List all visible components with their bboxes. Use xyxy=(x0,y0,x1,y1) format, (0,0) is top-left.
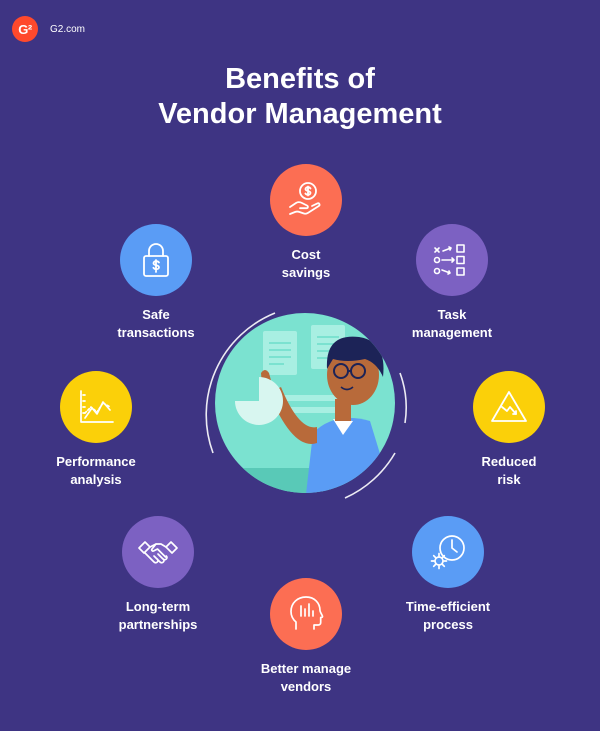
benefit-label: Time-efficient process xyxy=(405,599,491,632)
benefit-task-management: Task management xyxy=(367,224,537,342)
benefit-performance-analysis: Performance analysis xyxy=(11,371,181,489)
head-chart-icon xyxy=(270,578,342,650)
center-illustration xyxy=(195,303,415,503)
g2-logo: G² xyxy=(12,16,38,42)
benefit-label: Better manage vendors xyxy=(260,661,352,694)
checklist-icon xyxy=(416,224,488,296)
pie-graphic xyxy=(235,377,283,425)
benefit-better-manage-vendors: Better manage vendors xyxy=(221,578,391,696)
lock-dollar-icon xyxy=(120,224,192,296)
benefit-label: Reduced risk xyxy=(481,454,537,487)
benefit-label: Safe transactions xyxy=(117,307,195,340)
benefit-safe-transactions: Safe transactions xyxy=(71,224,241,342)
clock-gear-icon xyxy=(412,516,484,588)
benefit-time-efficient-process: Time-efficient process xyxy=(363,516,533,634)
benefit-label: Performance analysis xyxy=(56,454,136,487)
benefit-label: Cost savings xyxy=(281,247,331,280)
benefit-label: Task management xyxy=(411,307,493,340)
title-line-2: Vendor Management xyxy=(158,98,442,130)
title-line-1: Benefits of xyxy=(225,63,375,95)
orbit-arc-left xyxy=(205,312,276,454)
benefit-long-term-partnerships: Long-term partnerships xyxy=(73,516,243,634)
hand-coin-icon xyxy=(270,164,342,236)
orbit-arc-bottom xyxy=(344,452,396,499)
line-chart-icon xyxy=(60,371,132,443)
warning-triangle-icon xyxy=(473,371,545,443)
orbit-arc-right xyxy=(399,372,407,424)
handshake-icon xyxy=(122,516,194,588)
brand-header: G² G2.com xyxy=(12,16,85,42)
brand-site: G2.com xyxy=(50,23,86,35)
benefit-cost-savings: Cost savings xyxy=(221,164,391,282)
benefit-label: Long-term partnerships xyxy=(118,599,198,632)
benefit-reduced-risk: Reduced risk xyxy=(424,371,594,489)
page-title: Benefits of Vendor Management xyxy=(0,62,600,132)
